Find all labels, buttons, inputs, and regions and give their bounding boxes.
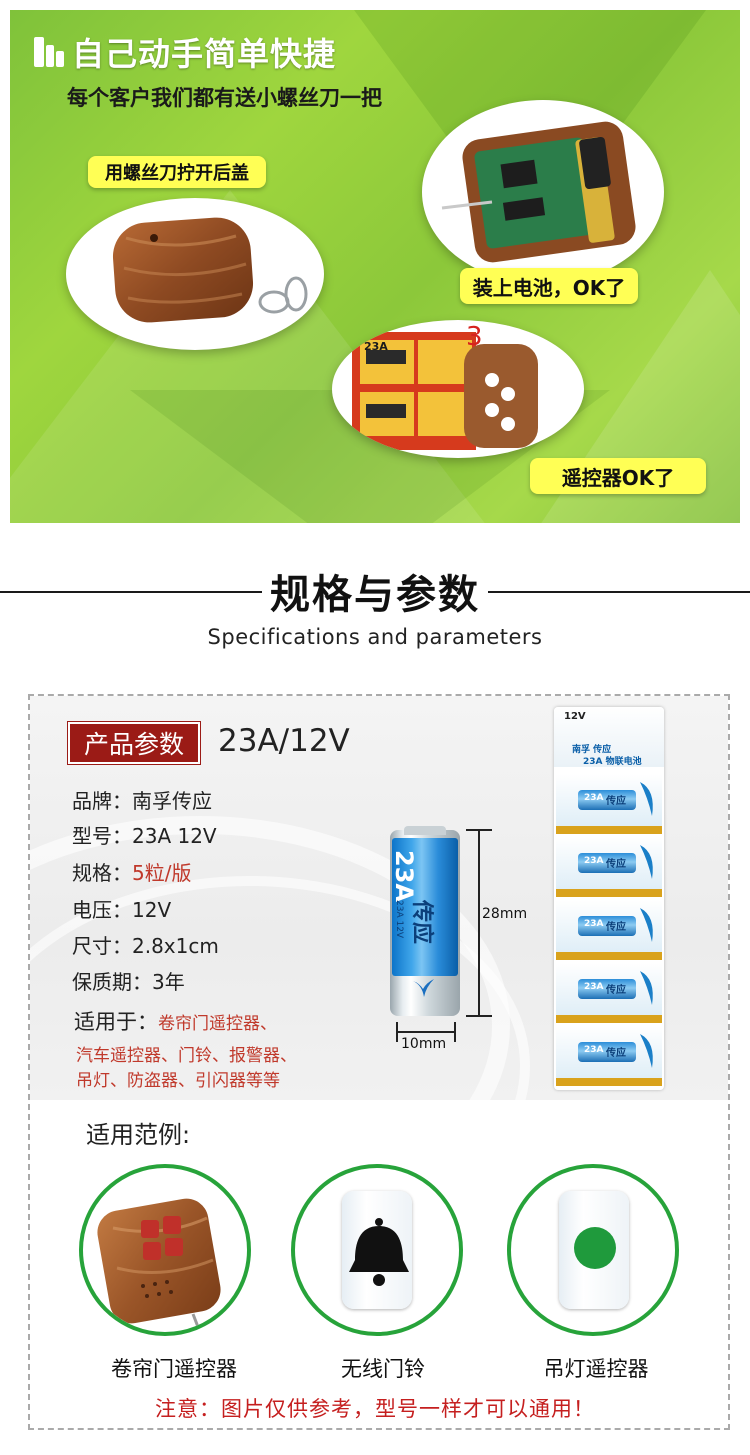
cell-brand: 传应 [606, 796, 626, 807]
card-type: 23A 物联电池 [583, 757, 642, 767]
param-usage: 适用于：卷帘门遥控器、 [74, 1006, 277, 1036]
cell-23a: 23A [584, 793, 604, 803]
example-label-light-remote: 吊灯遥控器 [543, 1357, 649, 1381]
bell-icon [349, 1218, 409, 1286]
cell-23a: 23A [584, 919, 604, 929]
spec-title: 规格与参数 [270, 572, 480, 618]
example-doorbell-image [291, 1164, 463, 1336]
product-params-tag: 产品参数 [67, 721, 201, 765]
param-usage-line1: 卷帘门遥控器、 [158, 1014, 277, 1034]
param-usage-line2: 汽车遥控器、门铃、报警器、 [76, 1046, 297, 1066]
cell-23a: 23A [584, 856, 604, 866]
bird-logo-icon [413, 979, 434, 997]
step3-number: 3 [466, 322, 483, 352]
battery-pack-and-remote-illustration [352, 332, 538, 450]
param-size: 尺寸：2.8x1cm [72, 934, 219, 958]
battery-stack-icon [32, 35, 66, 69]
cell-brand: 传应 [606, 985, 626, 996]
spec-subtitle: Specifications and parameters [207, 625, 543, 649]
cell-23a: 23A [584, 1045, 604, 1055]
heading-rule-right [488, 591, 750, 593]
bird-wing-icon [640, 1034, 653, 1068]
params-frame [28, 694, 730, 1430]
cell-brand: 传应 [606, 922, 626, 933]
notice-text: 注意：图片仅供参考，型号一样才可以通用！ [155, 1397, 595, 1421]
card-header [554, 707, 664, 767]
width-dimension-cap [454, 1022, 456, 1042]
param-spec: 规格：5粒/版 [72, 857, 191, 886]
height-dimension-cap [466, 1015, 492, 1017]
open-remote-illustration [441, 121, 636, 263]
param-shelf-life: 保质期：3年 [72, 970, 185, 994]
battery-brand-label: 传应 [409, 900, 434, 945]
bird-wing-icon [640, 845, 653, 879]
bird-wing-icon [640, 782, 653, 816]
height-dimension-cap [466, 829, 492, 831]
card-brand: 南孚 传应 [572, 745, 612, 755]
remote-illustration [112, 217, 308, 323]
card-voltage: 12V [564, 711, 586, 722]
banner-title-text: 自己动手简单快捷 [72, 35, 337, 73]
height-dimension-line [478, 830, 480, 1016]
param-spec-label: 规格： [72, 861, 132, 885]
bird-wing-icon [640, 908, 653, 942]
example-remote-image [79, 1164, 251, 1336]
step3-callout: 遥控器OK了 [530, 458, 706, 494]
wood-remote-icon [97, 1198, 221, 1332]
step3-image [332, 320, 584, 458]
param-spec-value: 5粒/版 [132, 861, 192, 885]
width-dimension-label: 10mm [401, 1036, 447, 1052]
example-label-doorbell: 无线门铃 [341, 1357, 425, 1381]
green-button-icon [574, 1227, 616, 1269]
banner-subtitle: 每个客户我们都有送小螺丝刀一把 [67, 86, 382, 110]
battery-label-wrap [392, 838, 458, 976]
cell-23a: 23A [584, 982, 604, 992]
height-dimension-label: 28mm [482, 906, 528, 922]
battery-23a-label: 23A [390, 850, 418, 902]
width-dimension-line [396, 1031, 454, 1033]
param-usage-line3: 吊灯、防盗器、引闪器等等 [76, 1071, 280, 1091]
param-brand: 品牌：南孚传应 [72, 789, 212, 813]
width-dimension-cap [396, 1022, 398, 1042]
step2-callout: 装上电池，OK了 [460, 268, 638, 304]
bird-wing-icon [640, 971, 653, 1005]
param-model: 型号：23A 12V [72, 824, 217, 848]
examples-title: 适用范例: [86, 1121, 191, 1149]
step1-callout: 用螺丝刀拧开后盖 [88, 156, 266, 188]
battery-small-text: 23A 12V [394, 900, 404, 939]
battery-cap [404, 826, 446, 835]
banner-title: 自己动手简单快捷 [32, 30, 336, 74]
cell-brand: 传应 [606, 1048, 626, 1059]
battery-pack-label: 23A [364, 340, 388, 353]
example-label-remote: 卷帘门遥控器 [111, 1357, 237, 1381]
step2-image [422, 100, 664, 284]
param-usage-label: 适用于： [74, 1010, 158, 1034]
param-voltage: 电压：12V [72, 898, 172, 922]
heading-rule-left [0, 591, 262, 593]
example-light-remote-image [507, 1164, 679, 1336]
product-model-heading: 23A/12V [218, 723, 350, 759]
cell-brand: 传应 [606, 859, 626, 870]
step1-image [66, 198, 324, 350]
